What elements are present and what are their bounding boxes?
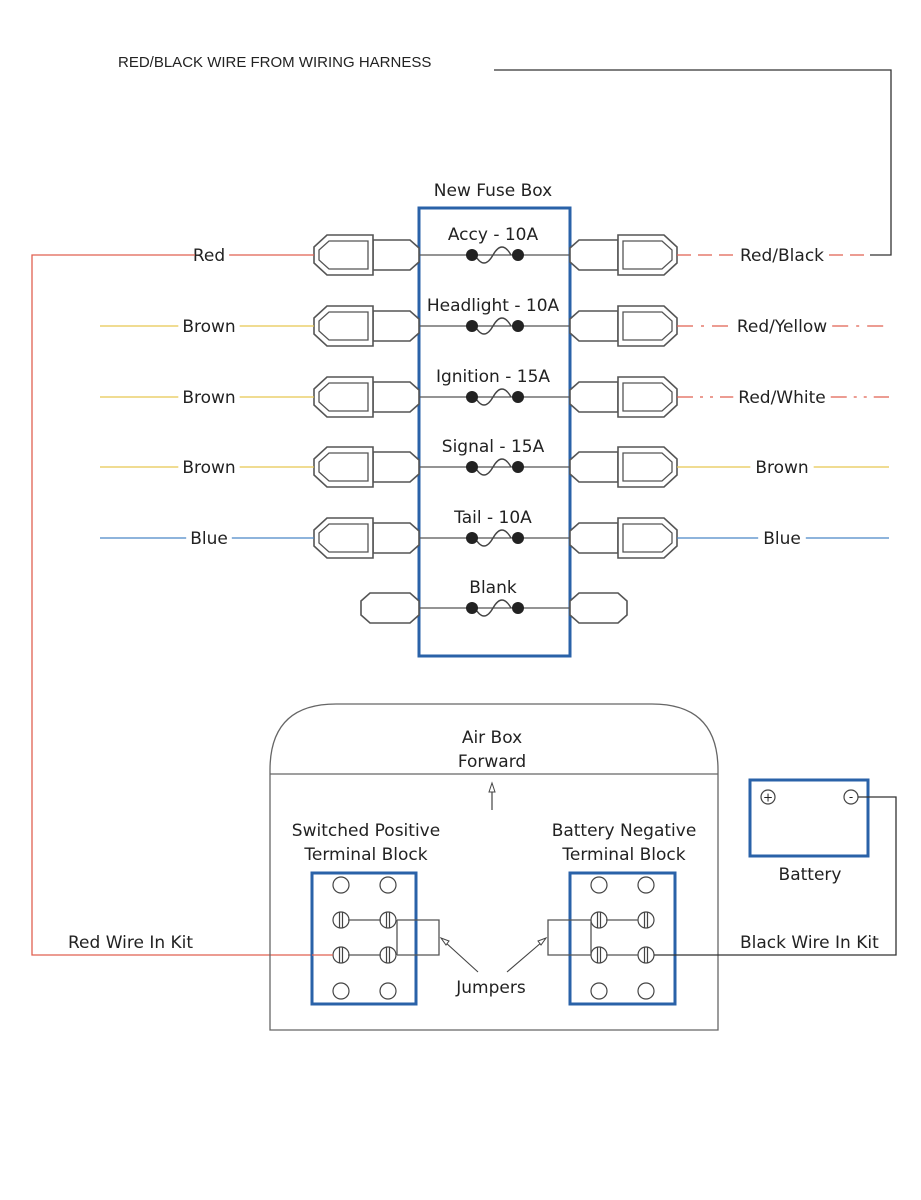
left-wire-label: Brown [182,388,235,408]
jumper-pointer-left-icon [439,936,479,973]
fuse-row: Blank [360,578,628,624]
right-wire-label: Red/White [738,388,825,408]
right-wire-label: Red/Yellow [737,317,827,337]
empty-terminal-icon [590,876,608,894]
right-wire-label: Blue [763,529,801,549]
positive-block-label-1: Switched Positive [292,821,440,841]
negative-terminal-block [568,871,677,1006]
empty-terminal-icon [637,876,655,894]
harness-label: RED/BLACK WIRE FROM WIRING HARNESS [118,54,431,71]
svg-text:-: - [849,790,853,804]
battery-negative-terminal-icon: - [843,789,859,805]
fuse-icon [466,458,524,476]
fuse-label: Blank [469,578,517,598]
negative-block-label-1: Battery Negative [552,821,697,841]
left-spade-terminal [360,592,420,624]
left-spade-terminal [372,381,420,413]
fuse-box [417,206,572,658]
right-spade-terminal [569,522,619,554]
positive-jumper-wires [348,919,440,956]
screw-terminal-icon [332,911,350,929]
screw-terminal-icon [637,911,655,929]
air-box-outline [269,703,719,1031]
forward-arrow-icon [488,781,496,810]
fuse-label: Tail - 10A [453,508,532,528]
left-wire-plug [313,234,374,276]
empty-terminal-icon [332,982,350,1000]
left-wire-label: Red [193,246,225,266]
red-kit-wire [31,254,340,956]
battery-positive-terminal-icon: + [760,789,776,805]
empty-terminal-icon [332,876,350,894]
fuse-label: Headlight - 10A [427,296,560,316]
screw-terminal-icon [379,911,397,929]
black-wire-in-kit-label: Black Wire In Kit [740,933,879,953]
fuse-row: Signal - 15A Brown Brown [100,437,889,488]
right-wire-label: Brown [755,458,808,478]
fuse-row: Ignition - 15A Brown Red/White [100,367,889,418]
fuse-row: Tail - 10A Blue Blue [100,508,889,559]
air-box-title-1: Air Box [462,728,522,748]
jumper-pointer-right-icon [506,936,548,973]
right-spade-terminal [569,381,619,413]
empty-terminal-icon [379,876,397,894]
fuse-icon [466,388,524,406]
left-wire-plug [313,446,374,488]
terminals [312,876,655,1000]
right-spade-terminal [569,592,628,624]
negative-block-label-2: Terminal Block [561,845,685,865]
left-wire-plug [313,517,374,559]
empty-terminal-icon [379,982,397,1000]
fuse-row: Accy - 10A Red Red/Black [193,225,870,276]
red-wire-in-kit-label: Red Wire In Kit [68,933,193,953]
right-wire-plug [617,517,678,559]
left-wire-plug [313,376,374,418]
harness-wire [494,69,892,256]
positive-block-label-2: Terminal Block [303,845,427,865]
negative-jumper-wires [547,919,638,956]
screw-terminal-icon [590,911,608,929]
screw-terminal-icon [637,946,655,964]
screw-terminal-icon [590,946,608,964]
left-wire-label: Brown [182,317,235,337]
fuse-icon [466,317,524,335]
screw-terminal-icon [379,946,397,964]
positive-terminal-block [310,871,418,1006]
right-spade-terminal [569,451,619,483]
air-box-title-2: Forward [458,752,526,772]
fuse-box-title: New Fuse Box [434,181,552,201]
left-spade-terminal [372,239,420,271]
fuse-icon [466,599,524,617]
right-spade-terminal [569,239,619,271]
left-spade-terminal [372,522,420,554]
fuse-label: Ignition - 15A [436,367,550,387]
left-wire-plug [313,305,374,347]
left-wire-label: Brown [182,458,235,478]
right-wire-plug [617,446,678,488]
fuse-icon [466,246,524,264]
left-spade-terminal [372,451,420,483]
svg-text:+: + [763,791,773,805]
battery-label: Battery [779,865,842,885]
empty-terminal-icon [637,982,655,1000]
empty-terminal-icon [590,982,608,1000]
fuse-icon [466,529,524,547]
right-wire-label: Red/Black [740,246,824,266]
right-wire-plug [617,305,678,347]
screw-terminal-icon [332,946,350,964]
right-spade-terminal [569,310,619,342]
fuse-label: Signal - 15A [442,437,545,457]
jumpers-label: Jumpers [455,978,526,998]
fuse-row: Headlight - 10A Brown Red/Yellow [100,296,889,347]
left-wire-label: Blue [190,529,228,549]
black-kit-wire [654,796,897,956]
right-wire-plug [617,234,678,276]
left-spade-terminal [372,310,420,342]
right-wire-plug [617,376,678,418]
fuse-label: Accy - 10A [448,225,539,245]
